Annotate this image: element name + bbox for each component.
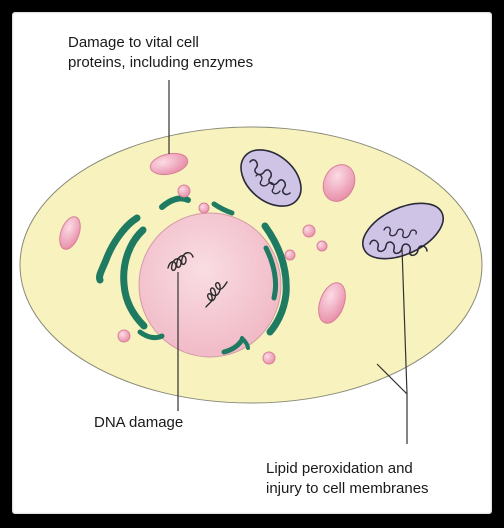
granule bbox=[117, 329, 131, 343]
granule bbox=[284, 249, 296, 261]
label-lipid-line1: Lipid peroxidation and bbox=[266, 460, 413, 477]
label-protein-damage-line1: Damage to vital cell bbox=[68, 34, 199, 51]
dna-strand-2 bbox=[205, 281, 228, 308]
er-strand-9 bbox=[240, 336, 250, 350]
er-strand-7 bbox=[137, 329, 165, 341]
nucleus bbox=[138, 212, 282, 358]
vesicle-right-upper bbox=[322, 164, 356, 202]
mitochondrion-right bbox=[362, 202, 444, 260]
mitochondrion-top bbox=[240, 149, 302, 207]
er-strand-5 bbox=[261, 222, 290, 336]
vesicle-right-lower bbox=[318, 282, 346, 324]
er-strand-1 bbox=[96, 214, 141, 284]
leader-line-lipid bbox=[376, 247, 408, 444]
er-strand-2 bbox=[159, 195, 191, 210]
granule bbox=[198, 202, 210, 214]
label-lipid-peroxidation: Lipid peroxidation and injury to cell me… bbox=[266, 459, 429, 499]
label-dna-damage-text: DNA damage bbox=[94, 414, 184, 431]
label-protein-damage-line2: proteins, including enzymes bbox=[68, 54, 254, 71]
er-strand-6 bbox=[263, 245, 279, 301]
granule bbox=[316, 240, 328, 252]
er-strand-4 bbox=[120, 226, 148, 330]
cell-injury-diagram bbox=[19, 80, 483, 444]
granule bbox=[302, 224, 316, 238]
dna-strand-1 bbox=[167, 252, 194, 272]
vesicle-left bbox=[59, 216, 81, 250]
vesicle-top bbox=[149, 152, 189, 176]
granule bbox=[262, 351, 276, 365]
label-dna-damage: DNA damage bbox=[94, 413, 183, 433]
label-lipid-line2: injury to cell membranes bbox=[266, 480, 429, 497]
label-protein-damage: Damage to vital cell proteins, including… bbox=[68, 33, 253, 73]
granule bbox=[177, 184, 191, 198]
er-strand-8 bbox=[221, 337, 245, 355]
er-strand-3 bbox=[211, 201, 235, 216]
diagram-panel: Damage to vital cell proteins, including… bbox=[12, 12, 492, 514]
